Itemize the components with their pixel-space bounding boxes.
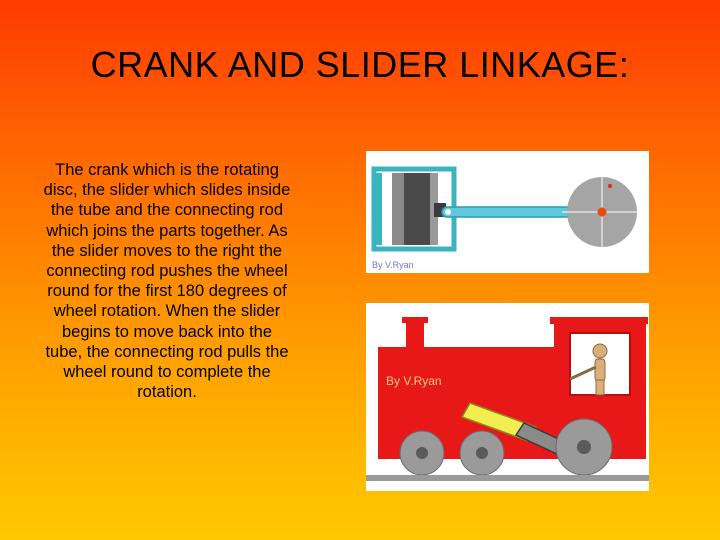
chimney (406, 319, 424, 349)
locomotive-diagram: By V.Ryan (366, 303, 649, 491)
slide-title: CRANK AND SLIDER LINKAGE: (90, 44, 630, 85)
slider (392, 173, 404, 245)
middle-wheel (459, 430, 505, 476)
rear-wheel (555, 418, 613, 476)
bottom-credit: By V.Ryan (386, 374, 442, 388)
top-credit: By V.Ryan (372, 260, 414, 270)
rail (366, 475, 649, 481)
driver-figure (569, 343, 608, 396)
slide-body-text: The crank which is the rotating disc, th… (43, 161, 291, 402)
front-wheel (399, 430, 445, 476)
crank-slider-diagram: By V.Ryan (366, 151, 649, 273)
